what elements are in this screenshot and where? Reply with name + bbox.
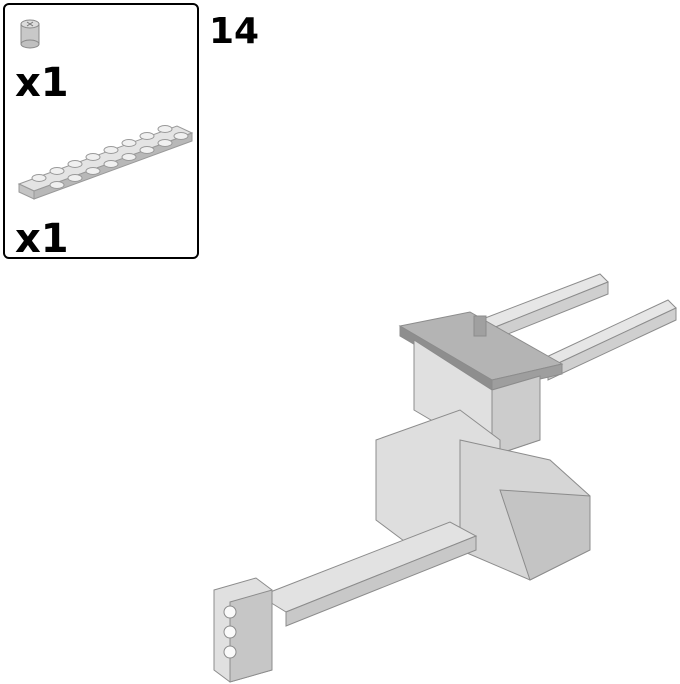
model-assembly-illustration xyxy=(213,273,677,683)
axle-bushing-icon xyxy=(20,19,40,49)
axle-bushing xyxy=(473,315,487,337)
technic-plate-2x8-icon xyxy=(17,125,194,200)
part-quantity: x1 xyxy=(15,60,69,106)
parts-list-callout: x1 x1 xyxy=(3,3,199,259)
technic-beam xyxy=(547,307,677,381)
part-quantity: x1 xyxy=(15,216,69,262)
step-number: 14 xyxy=(209,11,260,52)
